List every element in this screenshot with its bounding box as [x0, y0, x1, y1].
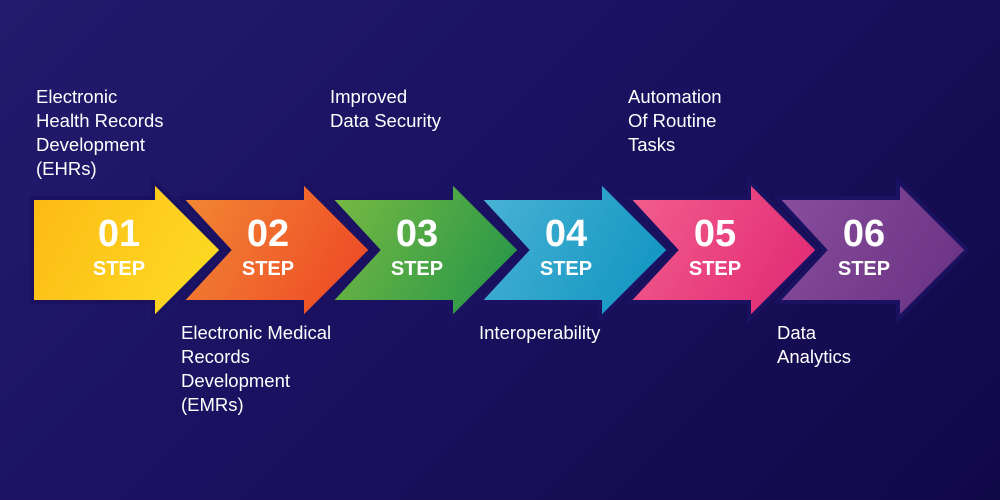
step-label-3: Improved Data Security — [330, 86, 442, 131]
step-number: 02 — [246, 213, 290, 255]
step-word: STEP — [390, 258, 444, 280]
step-arrow-4 — [474, 176, 672, 324]
step-arrow-6 — [772, 176, 970, 324]
step-label-5: Automation Of Routine Tasks — [628, 86, 722, 155]
step-arrow-3 — [325, 176, 523, 324]
step-arrow-2 — [176, 176, 374, 324]
step-arrow-5 — [623, 176, 821, 324]
step-word: STEP — [688, 258, 742, 280]
step-number: 04 — [544, 213, 588, 255]
step-arrow-1 — [30, 176, 225, 324]
step-word: STEP — [837, 258, 891, 280]
step-label-2: Electronic Medical Records Development (… — [181, 322, 332, 415]
step-label-1: Electronic Health Records Development (E… — [36, 86, 164, 179]
step-label-6: Data Analytics — [777, 322, 852, 367]
step-number: 06 — [842, 213, 886, 255]
step-label-4: Interoperability — [479, 322, 601, 343]
step-word: STEP — [539, 258, 593, 280]
step-number: 01 — [97, 213, 141, 255]
step-number: 03 — [395, 213, 439, 255]
step-number: 05 — [693, 213, 737, 255]
step-word: STEP — [92, 258, 146, 280]
step-word: STEP — [241, 258, 295, 280]
